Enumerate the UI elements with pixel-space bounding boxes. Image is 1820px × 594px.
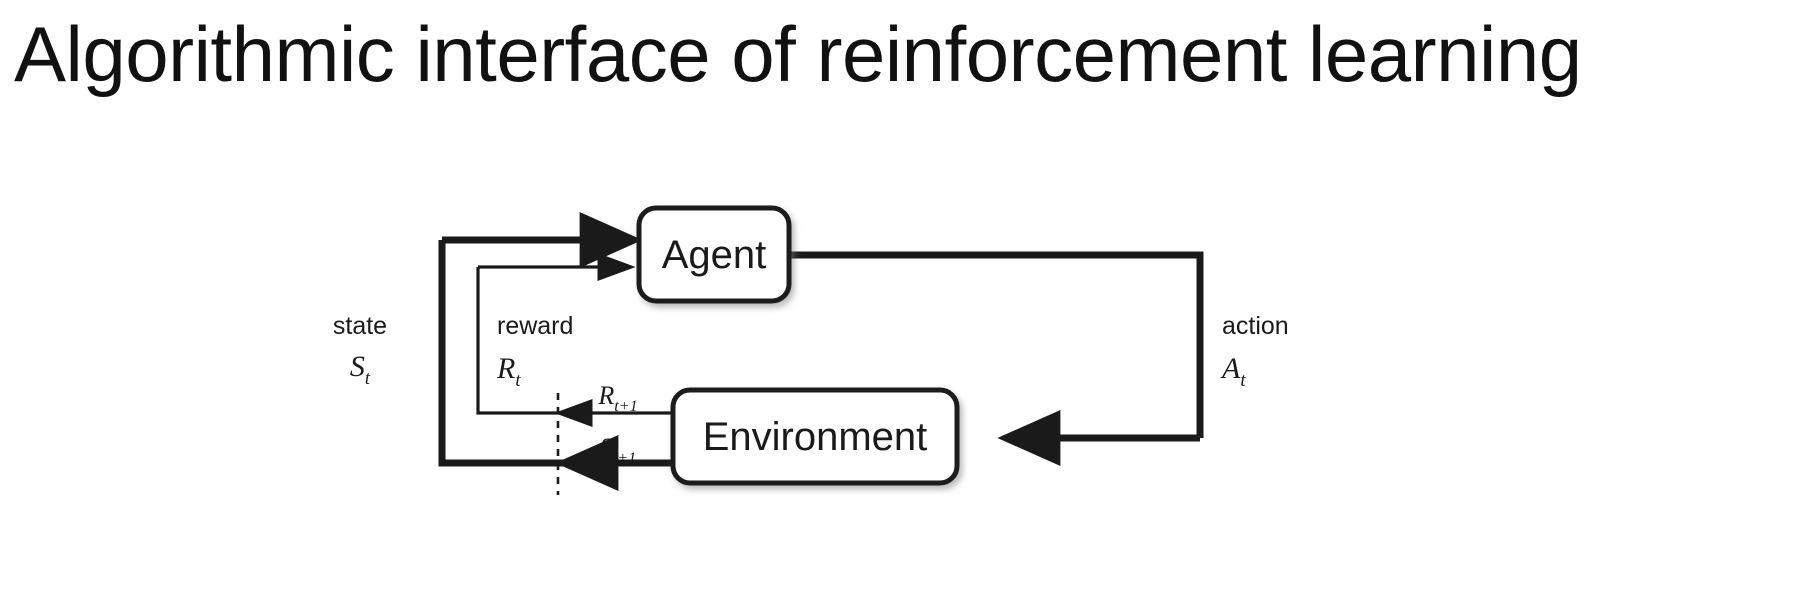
environment-label: Environment xyxy=(703,415,928,459)
reward-symbol: Rt xyxy=(496,352,521,391)
page-title: Algorithmic interface of reinforcement l… xyxy=(14,10,1582,98)
agent-node: Agent xyxy=(636,205,792,304)
next-state-symbol-base: S xyxy=(600,433,613,462)
action-symbol-base: A xyxy=(1220,352,1241,385)
edge-reward-to-agent xyxy=(476,252,636,415)
state-symbol-base: S xyxy=(350,350,365,383)
action-label-text: action xyxy=(1222,312,1289,340)
agent-box xyxy=(636,205,792,304)
state-symbol: St xyxy=(350,350,371,389)
next-state-symbol-sub: t+1 xyxy=(613,450,636,467)
state-label-text: state xyxy=(333,312,387,340)
state-path-segment xyxy=(438,240,565,467)
rl-diagram-canvas: Agent Environment state St reward Rt act… xyxy=(333,205,1289,495)
edge-state-to-agent xyxy=(438,212,643,467)
reward-symbol-sub: t xyxy=(515,370,521,391)
state-symbol-sub: t xyxy=(365,368,371,389)
environment-box xyxy=(670,387,960,486)
next-reward-symbol-base: R xyxy=(597,381,614,410)
next-reward-symbol-sub: t+1 xyxy=(614,398,637,415)
action-symbol: At xyxy=(1220,352,1246,391)
edge-action-to-environment xyxy=(787,251,1204,466)
reward-edge-label: reward Rt xyxy=(496,312,573,391)
action-edge-label: action At xyxy=(1220,312,1289,391)
state-edge-label: state St xyxy=(333,312,387,389)
environment-node: Environment xyxy=(670,387,960,486)
action-symbol-sub: t xyxy=(1240,370,1246,391)
reward-symbol-base: R xyxy=(496,352,515,385)
reward-label-text: reward xyxy=(497,312,573,340)
agent-label: Agent xyxy=(662,233,767,277)
action-path-segment xyxy=(787,251,1204,438)
rl-interaction-diagram: Agent Environment state St reward Rt act… xyxy=(0,150,1820,580)
next-reward-symbol: Rt+1 xyxy=(597,381,637,415)
reward-path-segment xyxy=(476,267,565,415)
next-state-symbol: St+1 xyxy=(600,433,636,467)
